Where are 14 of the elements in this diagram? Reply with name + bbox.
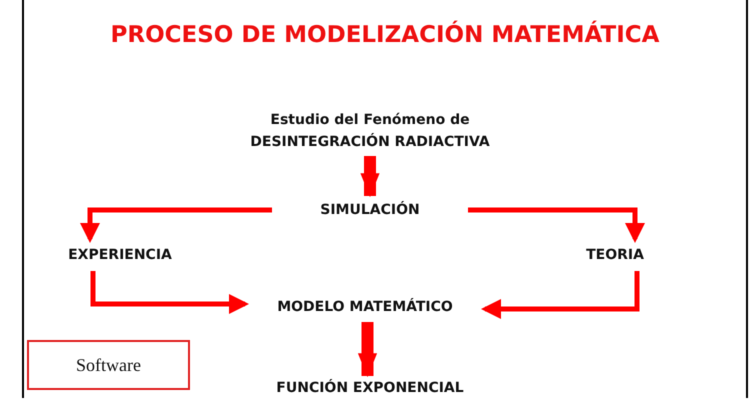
process-label: EXPERIENCIA [40,241,200,269]
process-label: FUNCIÓN EXPONENCIAL [255,376,485,400]
title: PROCESO DE MODELIZACIÓN MATEMÁTICA [110,22,660,48]
process-label: SIMULACIÓN [280,196,460,224]
topic-text: Estudio del Fenómeno de DESINTEGRACIÓN RADIACTIVA [220,106,520,156]
process-label: TEORIA [560,241,670,269]
note-box: Software [27,340,190,390]
process-label: MODELO MATEMÁTICO [245,292,485,322]
block-arrow [360,156,380,198]
arrow [481,271,640,319]
block-arrow [358,322,378,378]
arrow [90,271,249,314]
arrow [468,208,645,243]
arrow [80,208,272,243]
